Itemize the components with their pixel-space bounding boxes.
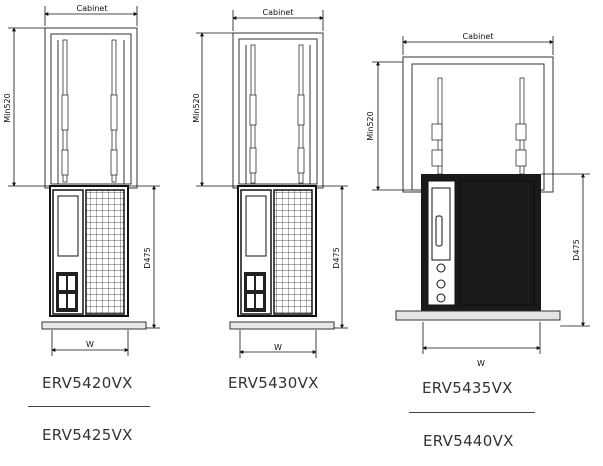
cabinet-label-2: Cabinet — [263, 8, 294, 17]
model-label: ERV5420VX — [42, 374, 133, 392]
width-label-1: W — [86, 340, 94, 349]
min-label-3: Min520 — [366, 111, 375, 140]
min-label-1: Min520 — [3, 93, 12, 122]
cabinet-label-3: Cabinet — [463, 32, 494, 41]
divider — [409, 412, 535, 413]
dimension-lines-1 — [8, 6, 160, 356]
depth-label-1: D475 — [143, 247, 152, 268]
diagram-2: Cabinet Min520 D475 W — [192, 8, 348, 358]
cabinet-label-1: Cabinet — [77, 4, 108, 13]
depth-label-2: D475 — [332, 247, 341, 268]
dimension-lines-3 — [372, 36, 590, 354]
basket-unit-3 — [395, 174, 561, 321]
divider — [28, 406, 150, 407]
cabinet-outline-3 — [402, 56, 554, 193]
cabinet-outline-1 — [44, 27, 138, 189]
dimension-lines-2 — [196, 10, 348, 358]
basket-unit-2 — [229, 185, 335, 330]
model-label: ERV5435VX — [422, 379, 513, 397]
diagram-3: Cabinet Min520 D475 W — [366, 32, 590, 368]
width-label-3: W — [477, 359, 485, 368]
slide-rails-1 — [61, 39, 118, 183]
model-label: ERV5430VX — [228, 374, 319, 392]
diagram-1: Cabinet Min520 D475 W — [3, 4, 160, 356]
model-label: ERV5440VX — [423, 432, 514, 450]
slide-rails-3 — [431, 77, 527, 175]
depth-label-3: D475 — [572, 239, 581, 260]
basket-unit-1 — [41, 185, 147, 330]
width-label-2: W — [274, 343, 282, 352]
min-label-2: Min520 — [192, 93, 201, 122]
model-label: ERV5425VX — [42, 426, 133, 444]
slide-rails-2 — [249, 44, 305, 184]
cabinet-outline-2 — [232, 32, 324, 189]
